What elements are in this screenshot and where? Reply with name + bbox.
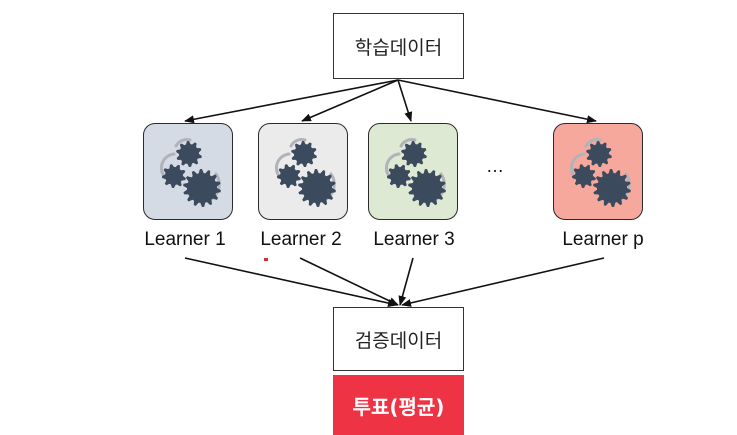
training-data-box: 학습데이터 bbox=[333, 13, 464, 79]
learner-label-2: Learner 2 bbox=[260, 229, 342, 250]
arrow-to-learner-3 bbox=[397, 79, 413, 122]
learner-tile-2 bbox=[258, 123, 348, 220]
training-data-label: 학습데이터 bbox=[354, 36, 443, 59]
gear-icon bbox=[291, 141, 317, 167]
arrow-from-learner-1 bbox=[184, 257, 398, 307]
arrow-to-learner-2 bbox=[301, 79, 399, 122]
gear-icon bbox=[586, 141, 612, 167]
gear-icon bbox=[183, 169, 221, 207]
gears-icon bbox=[384, 138, 446, 207]
arrow-from-learner-3 bbox=[398, 257, 414, 306]
gear-icon bbox=[176, 141, 202, 167]
vote-average-box: 투표(평균) bbox=[333, 375, 464, 435]
motion-arc bbox=[159, 152, 176, 178]
arrow-to-learner-1 bbox=[184, 79, 399, 124]
motion-arc bbox=[289, 138, 307, 148]
motion-arc bbox=[274, 152, 291, 178]
gear-icon bbox=[162, 164, 186, 188]
motion-arc bbox=[174, 138, 192, 148]
learner-tile-3 bbox=[368, 123, 458, 220]
stray-mark bbox=[264, 258, 268, 261]
gear-icon bbox=[387, 164, 411, 188]
learner-label-1: Learner 1 bbox=[144, 229, 226, 250]
arrow-to-learner-p bbox=[397, 79, 597, 124]
arrow-from-learner-2 bbox=[299, 257, 399, 306]
validation-data-label: 검증데이터 bbox=[354, 329, 443, 352]
arrow-from-learner-p bbox=[401, 257, 605, 307]
learner-label-3: Learner 3 bbox=[373, 229, 455, 250]
gear-icon bbox=[298, 169, 336, 207]
motion-arc bbox=[584, 138, 602, 148]
validation-data-box: 검증데이터 bbox=[333, 307, 464, 371]
gear-icon bbox=[277, 164, 301, 188]
gear-icon bbox=[408, 169, 446, 207]
motion-arc bbox=[399, 138, 417, 148]
motion-arc bbox=[384, 152, 401, 178]
gears-icon bbox=[159, 138, 221, 207]
gear-icon bbox=[593, 169, 631, 207]
gears-icon bbox=[569, 138, 631, 207]
learner-label-p: Learner p bbox=[562, 229, 644, 250]
vote-average-label: 투표(평균) bbox=[352, 394, 445, 419]
more-learners-ellipsis: … bbox=[486, 156, 504, 176]
learner-tile-1 bbox=[143, 123, 233, 220]
gear-icon bbox=[572, 164, 596, 188]
gear-icon bbox=[401, 141, 427, 167]
gears-icon bbox=[274, 138, 336, 207]
motion-arc bbox=[569, 152, 586, 178]
learner-tile-p bbox=[553, 123, 643, 220]
